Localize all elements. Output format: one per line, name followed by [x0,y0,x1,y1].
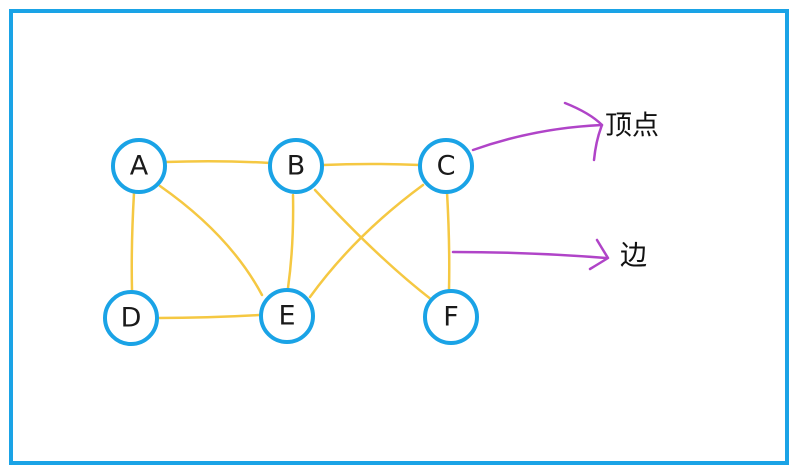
node-c: C [418,138,474,194]
edge-c-f [445,190,451,292]
edge-label: 边 [620,241,647,272]
node-c-circle [418,138,474,194]
node-a-label: A [130,151,149,182]
node-b-label: B [287,151,306,182]
node-d-label: D [121,303,142,334]
edge-annotation: 边 [451,238,647,272]
nodes-group: A B C D E F [103,138,479,346]
node-f-label: F [443,302,459,333]
edge-c-e [308,183,425,299]
edge-arrow-head [588,238,610,271]
node-b: B [268,138,324,194]
node-f: F [423,289,479,345]
edge-a-e [158,184,264,297]
node-a-circle [111,138,167,194]
vertex-annotation: 顶点 [471,101,659,162]
node-b-circle [268,138,324,194]
diagram-frame [9,9,789,465]
vertex-arrow-head [563,101,604,162]
node-a: A [111,138,167,194]
edge-a-b [163,159,272,165]
edge-b-e [286,193,295,290]
node-e-circle [259,288,315,344]
edge-b-f [313,188,434,302]
edge-arrow-line [451,250,608,260]
node-c-label: C [437,151,456,182]
vertex-arrow-line [471,123,604,152]
edge-d-e [156,313,262,320]
node-e-label: E [278,301,295,332]
vertex-label: 顶点 [605,111,659,142]
node-e: E [259,288,315,344]
edges-group [130,159,451,320]
node-f-circle [423,289,479,345]
node-d-circle [103,290,159,346]
edge-a-d [130,191,136,292]
node-d: D [103,290,159,346]
edge-b-c [321,162,422,167]
